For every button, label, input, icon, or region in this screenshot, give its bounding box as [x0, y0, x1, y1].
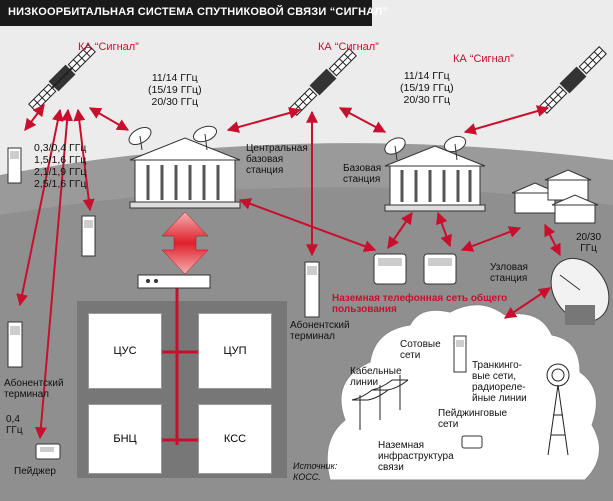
telephone-icon — [423, 253, 457, 285]
satellite-label: КА “Сигнал” — [318, 41, 379, 53]
mobile-phone-icon — [7, 147, 22, 184]
mobile-phone-icon — [304, 261, 320, 318]
subscriber-terminal-label: Абонентский терминал — [290, 320, 350, 342]
frequency-label: 11/14 ГГц (15/19 ГГц) 20/30 ГГц — [400, 70, 454, 106]
mobile-phone-icon — [453, 335, 467, 373]
terminal-frequency-label: 0,3/0,4 ГГц 1,5/1,6 ГГц 2,1/1,9 ГГц 2,5/… — [34, 142, 87, 190]
control-block-kss: КСС — [198, 404, 272, 474]
paging-networks-label: Пейджинговые сети — [438, 408, 508, 430]
source-note: Источник: КОСС. — [293, 461, 338, 482]
node-station-label: Узловая станция — [490, 262, 528, 284]
dish-antenna-icon — [192, 125, 218, 151]
small-buildings-icon — [511, 169, 599, 224]
link-arrows — [16, 104, 561, 440]
cable-lines-label: Кабельные линии — [350, 366, 402, 388]
base-station-building-icon — [384, 145, 486, 212]
control-block-tsus: ЦУС — [88, 313, 162, 389]
big-double-arrow — [161, 211, 209, 275]
pager-label: Пейджер — [14, 466, 56, 477]
satellite-icon — [28, 44, 96, 112]
pstn-label: Наземная телефонная сеть общего пользова… — [332, 293, 508, 315]
trunking-networks-label: Транкинго- вые сети, радиореле- йные лин… — [472, 360, 527, 404]
subscriber-terminal-label: Абонентский терминал — [4, 378, 64, 400]
satellite-icon — [289, 48, 357, 116]
cable-pole-icon — [351, 375, 409, 430]
central-station-building-icon — [129, 137, 241, 209]
mobile-phone-icon — [7, 321, 23, 368]
dish-antenna-icon — [128, 126, 152, 151]
node-frequency-label: 20/30 ГГц — [576, 232, 602, 254]
satellite-label: КА “Сигнал” — [78, 41, 139, 53]
satellite-icon — [539, 46, 607, 114]
pager-icon — [461, 435, 483, 449]
control-block-bnts: БНЦ — [88, 404, 162, 474]
frequency-label: 11/14 ГГц (15/19 ГГц) 20/30 ГГц — [148, 72, 202, 108]
title-banner: НИЗКООРБИТАЛЬНАЯ СИСТЕМА СПУТНИКОВОЙ СВЯ… — [0, 0, 388, 26]
dish-antenna-icon — [384, 137, 406, 161]
node-station-dish-icon — [550, 257, 610, 325]
base-station-label: Базовая станция — [343, 163, 382, 185]
central-station-label: Центральная базовая станция — [246, 143, 308, 176]
dish-antenna-icon — [443, 135, 467, 161]
ground-infrastructure-cloud — [326, 304, 601, 481]
radio-tower-icon — [546, 363, 570, 456]
pager-icon — [35, 443, 61, 460]
pager-frequency-label: 0,4 ГГц — [6, 414, 23, 436]
mobile-phone-icon — [81, 215, 96, 257]
satellite-label: КА “Сигнал” — [453, 53, 514, 65]
control-block-tsup: ЦУП — [198, 313, 272, 389]
page-title: НИЗКООРБИТАЛЬНАЯ СИСТЕМА СПУТНИКОВОЙ СВЯ… — [8, 6, 389, 18]
router-icon — [137, 274, 211, 289]
telephone-icon — [373, 253, 407, 285]
ground-infrastructure-label: Наземная инфраструктура связи — [378, 440, 454, 473]
cellular-networks-label: Сотовые сети — [400, 339, 441, 361]
